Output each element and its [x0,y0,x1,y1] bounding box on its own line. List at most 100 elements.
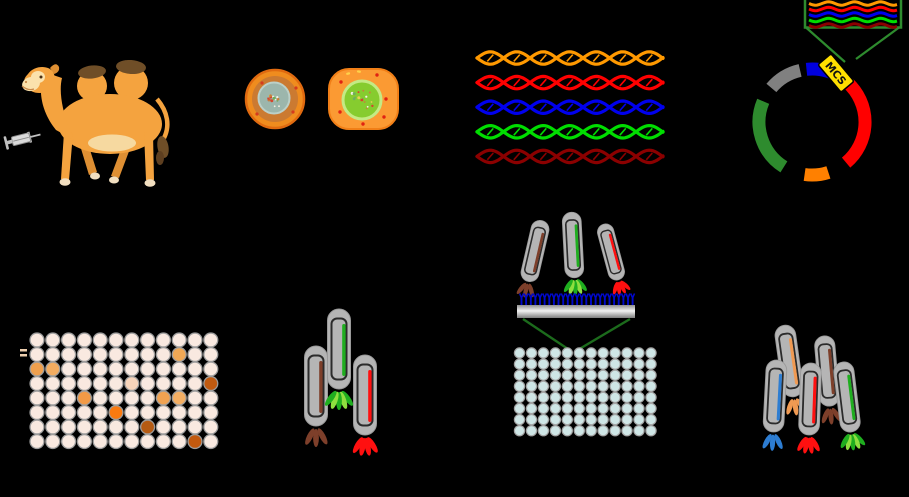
microplate-well [61,390,77,406]
microplate-well [92,433,108,450]
camel-near-front-leg [61,132,73,180]
microplate-well [171,361,187,377]
microplate-well [537,391,550,404]
microplate-well [573,380,585,392]
microplate-well [585,347,597,359]
microplate-well [573,425,585,437]
syringe-plunger-flange [3,136,9,150]
antigen-pin [523,293,529,305]
microplate-well [171,375,187,392]
microplate-well [187,375,203,392]
microplate-well [124,361,140,377]
microplate-well [155,419,171,435]
dna-helix [475,99,665,116]
microplate-well [92,361,108,377]
phage-capsid [798,362,822,436]
panel-immune-cells [244,68,399,130]
camel-hoof [144,179,156,187]
phage-genome-outline [600,229,622,275]
microplate-well [171,346,187,363]
microplate-well [633,380,645,392]
phage-genome-outline [307,354,325,418]
microplate-well [597,402,609,415]
phage-green [833,361,866,451]
insert-callout [803,0,903,63]
microplate-well [609,413,621,426]
callout-leader-right [855,26,900,60]
panel-screening-plate [20,332,219,450]
microplate-well [513,402,526,415]
antigen-pin [532,293,539,305]
antigen-pin [542,293,548,305]
microplate-well [124,404,140,421]
microplate-well [549,358,562,370]
microplate-well [92,390,108,406]
microplate-well [561,413,573,426]
microplate-well [621,369,633,381]
syringe-graduation [13,136,29,142]
microplate-well [585,369,597,381]
microplate-well [513,369,526,381]
phage-genome-outline [766,367,784,425]
microplate-well [525,425,538,437]
camel-mouth [21,85,35,91]
microplate-well [633,413,645,426]
microplate-well [29,375,45,392]
microplate-well [187,404,203,421]
microplate-well [92,404,108,421]
microplate-well [124,390,140,406]
microplate-well [171,433,187,450]
microplate-well [645,425,657,437]
phage-genome-outline [801,370,819,428]
phage-insert-blue [776,373,783,421]
antigen-row [518,293,636,305]
microplate-well [76,332,92,348]
plate-row-marker [20,354,27,357]
microplate-well [45,332,61,348]
microplate-well [124,346,140,363]
antigen-pin [620,293,627,305]
microplate-well [537,369,550,381]
phage-insert-green [342,324,346,376]
microplate-well [549,380,562,392]
microplate-well [124,375,140,392]
microplate-well [573,391,585,404]
microplate-well [140,390,156,406]
microplate-well [108,332,124,348]
microplate-well [203,346,219,363]
microplate-well [645,358,657,370]
microplate-well [621,425,633,437]
microplate-well [561,425,573,437]
microplate-well [124,419,140,435]
microplate-well [609,358,621,370]
microplate-well [187,419,203,435]
microplate-well [187,346,203,363]
microplate-well [537,402,550,415]
antigen-pin [528,293,534,305]
camel-hump-hair-2 [116,59,146,75]
microplate-well [525,413,538,426]
microplate-well [140,361,156,377]
microplate-well [92,419,108,435]
microplate-well [561,358,573,370]
microplate-well [621,358,633,370]
microplate-well [45,404,61,421]
antigen-pin [546,293,552,305]
microplate-well [155,375,171,392]
antigen-coated-bar [517,305,635,318]
microplate-well [645,402,657,415]
antigen-pin [560,293,566,305]
microplate-well [573,358,585,370]
panel-enriched-phages [762,324,866,454]
microplate-well [45,419,61,435]
microplate-well [45,346,61,363]
microplate-well [187,332,203,348]
syringe-icon [3,131,41,150]
microplate-well [573,402,585,415]
phage-green [324,308,354,410]
microplate-well [61,404,77,421]
syringe-plunger-rod [6,139,13,145]
phage-insert-red [812,376,817,424]
antigen-pin [629,293,636,305]
microplate-well [29,361,45,377]
